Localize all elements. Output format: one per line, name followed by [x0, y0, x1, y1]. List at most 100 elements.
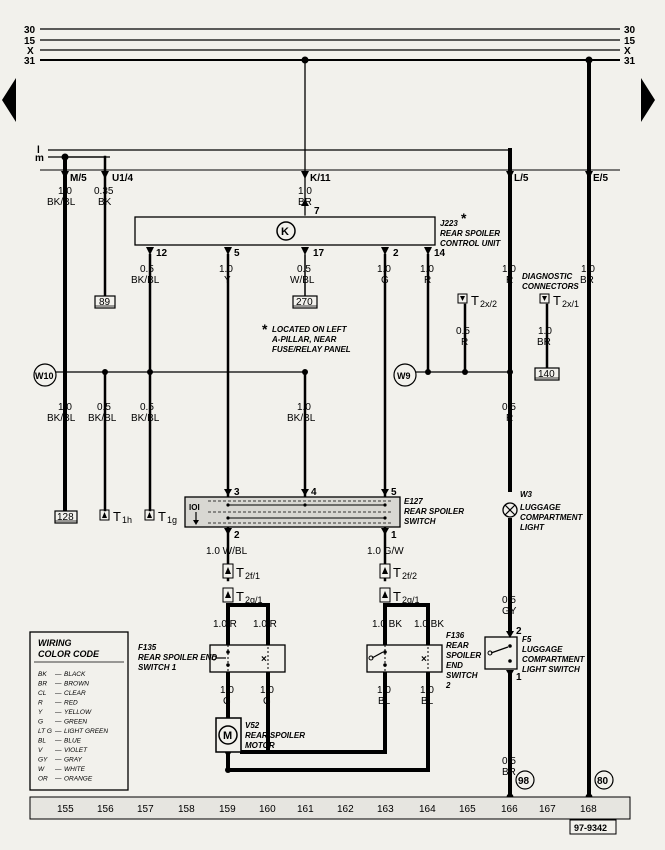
- ref-box-128[interactable]: 128: [54, 510, 78, 524]
- ruler-label: 155: [57, 804, 74, 815]
- doc-number: 97-9342: [574, 823, 607, 833]
- f135-title-line2: SWITCH 1: [138, 663, 177, 672]
- ref-label: 128: [57, 512, 74, 523]
- wire-label-size: 1.0: [581, 264, 595, 275]
- legend-color-name: LIGHT GREEN: [64, 728, 108, 735]
- ref-box-89[interactable]: 89: [94, 295, 116, 309]
- j223-pin-7: 7: [314, 206, 320, 217]
- legend-abbr: BR: [38, 681, 47, 688]
- ruler-label: 165: [459, 804, 476, 815]
- wire-label-size: 0.5: [140, 402, 154, 413]
- note-star: *: [262, 321, 268, 337]
- ground-label: 98: [518, 776, 530, 787]
- wire-label-size: 0.5: [297, 264, 311, 275]
- legend-color-name: GREEN: [64, 719, 87, 726]
- w3-code: W3: [520, 490, 533, 499]
- ruler-label: 167: [539, 804, 556, 815]
- wire-label-size: 1.0: [58, 186, 72, 197]
- connector-sub: 2g/1: [245, 595, 263, 605]
- t2f2-connector-icon: [379, 563, 391, 579]
- legend-color-name: GRAY: [64, 757, 83, 764]
- node-label: W9: [397, 371, 411, 381]
- legend-abbr: G: [38, 719, 43, 726]
- legend-dash: —: [55, 747, 62, 754]
- legend-color-name: VIOLET: [64, 747, 88, 754]
- j223-title-line2: CONTROL UNIT: [440, 239, 501, 248]
- note-line2: A-PILLAR, NEAR: [271, 335, 337, 344]
- j223-pin-12: 12: [156, 248, 168, 259]
- wire-label-color: R: [461, 337, 468, 348]
- f136-end-switch-2: ×: [366, 644, 443, 673]
- f5-luggage-light-switch: 2 1: [484, 626, 522, 683]
- legend-abbr: Y: [38, 709, 43, 716]
- v52-code: V52: [245, 721, 260, 730]
- wire-label-inline: 1.0 G/W: [367, 546, 404, 557]
- ref-box-140[interactable]: 140: [534, 367, 560, 381]
- wire-label-size: 0.5: [502, 402, 516, 413]
- t2g1-connector-icon: [222, 587, 234, 603]
- legend-color-name: ORANGE: [64, 776, 93, 783]
- wire-label-size: 1.0: [219, 264, 233, 275]
- connector-t-letter: T: [393, 565, 401, 580]
- f5-pin-1: 1: [516, 672, 522, 683]
- e127-title-line1: REAR SPOILER: [404, 507, 464, 516]
- bus-lines: [40, 28, 620, 171]
- wire-label-size: 0.5: [456, 326, 470, 337]
- control-unit-symbol-icon: [276, 221, 296, 241]
- legend-color-name: CLEAR: [64, 690, 86, 697]
- f5-title-line2: COMPARTMENT: [522, 655, 585, 664]
- ruler-label: 156: [97, 804, 114, 815]
- conn-label-k11: K/11: [310, 173, 331, 184]
- line-label-l: l: [37, 145, 40, 156]
- connector-sub: 2f/2: [402, 571, 417, 581]
- legend-abbr: R: [38, 700, 43, 707]
- ruler-label: 158: [178, 804, 195, 815]
- legend-abbr: W: [38, 766, 45, 773]
- wire-label-size: 1.0: [538, 326, 552, 337]
- e127-code: E127: [404, 497, 423, 506]
- wire-label-size: 1.0: [297, 402, 311, 413]
- line-label-m: m: [35, 153, 44, 164]
- prev-page-arrow-icon[interactable]: [2, 78, 16, 122]
- f135-title-line1: REAR SPOILER END: [138, 653, 217, 662]
- ruler-label: 168: [580, 804, 597, 815]
- ref-box-270[interactable]: 270: [292, 295, 318, 309]
- connector-t-letter: T: [471, 293, 479, 308]
- e127-pin-5: 5: [391, 487, 397, 498]
- legend-color-name: WHITE: [64, 766, 86, 773]
- wire-label-size: 1.0: [420, 685, 434, 696]
- diag-title-line2: CONNECTORS: [522, 282, 579, 291]
- legend-dash: —: [55, 719, 62, 726]
- bus-label-31-right: 31: [624, 56, 636, 67]
- f135-end-switch-1: ×: [209, 644, 286, 673]
- wire-label-inline: 1.0 BK: [414, 619, 444, 630]
- w3-title-line3: LIGHT: [520, 523, 545, 532]
- legend-dash: —: [55, 776, 62, 783]
- legend-dash: —: [55, 690, 62, 697]
- f136-code: F136: [446, 631, 465, 640]
- wire-label-size: 1.0: [58, 402, 72, 413]
- doc-number-box: [569, 819, 617, 835]
- wire-label-size: 1.0: [377, 685, 391, 696]
- e127-pin-1: 1: [391, 530, 397, 541]
- motor-icon: [218, 725, 238, 745]
- legend-dash: —: [55, 681, 62, 688]
- ruler-label: 159: [219, 804, 236, 815]
- connector-sub: 1h: [122, 515, 132, 525]
- f5-code: F5: [522, 635, 532, 644]
- legend-color-name: BLACK: [64, 671, 86, 678]
- j223-pin-5: 5: [234, 248, 240, 259]
- e127-title-line2: SWITCH: [404, 517, 436, 526]
- e127-pin-3: 3: [234, 487, 240, 498]
- next-page-arrow-icon[interactable]: [641, 78, 655, 122]
- wire-label-color: W/BL: [290, 275, 315, 286]
- legend-abbr: LT G: [38, 728, 52, 735]
- v52-title-line1: REAR SPOILER: [245, 731, 305, 740]
- switch-cross-icon: ×: [261, 654, 267, 665]
- v52-rear-spoiler-motor: M: [215, 717, 242, 753]
- wire-label-size: 1.0: [298, 186, 312, 197]
- ground-98: 98: [515, 770, 535, 790]
- legend-abbr: V: [38, 747, 43, 754]
- wire-label-color: BL: [378, 696, 391, 707]
